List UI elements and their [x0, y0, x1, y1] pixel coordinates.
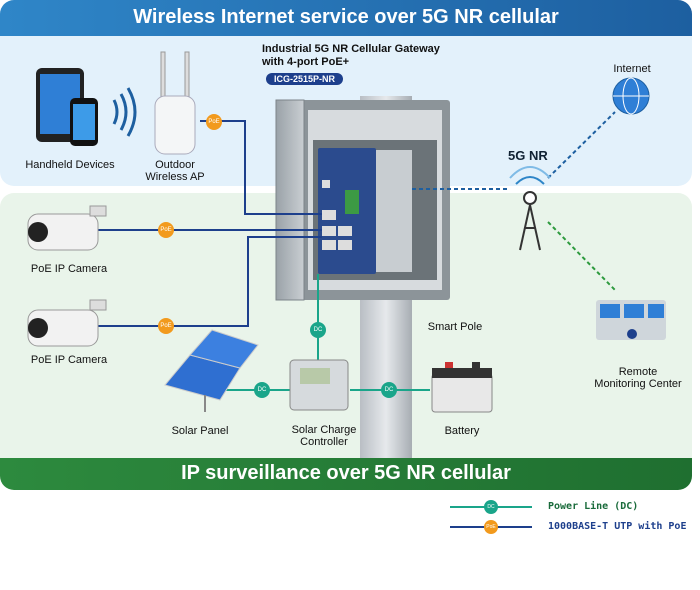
5g-nr-label: 5G NR [508, 148, 548, 163]
top-banner-title: Wireless Internet service over 5G NR cel… [133, 6, 559, 28]
poe-badge-label: PoE [160, 227, 172, 233]
monitoring-center-icon [596, 300, 666, 340]
wireless-ap-icon [154, 51, 196, 155]
charge-controller-label: Solar Charge Controller [276, 424, 372, 448]
camera-2-label: PoE IP Camera [30, 354, 108, 366]
gateway-title: Industrial 5G NR Cellular Gateway with 4… [262, 43, 462, 69]
wifi-signal-icon [112, 87, 137, 137]
camera-1-label: PoE IP Camera [30, 263, 108, 275]
dc-badge-label: DC [257, 387, 267, 393]
poe-badge-camera2: PoE [158, 318, 174, 334]
battery-label: Battery [444, 425, 480, 437]
wireless-ap-label: Outdoor Wireless AP [130, 159, 220, 183]
poe-badge-label: PoE [208, 119, 220, 125]
remote-monitoring-label-line2: Monitoring Center [594, 378, 682, 390]
camera-1-icon [27, 205, 107, 251]
poe-badge-ap: PoE [206, 114, 222, 130]
legend-dc-badge: DC [484, 500, 498, 514]
top-banner: Wireless Internet service over 5G NR cel… [0, 0, 692, 36]
solar-panel-icon [164, 329, 259, 412]
dc-badge-label: DC [384, 387, 394, 393]
remote-monitoring-label-line1: Remote [618, 366, 658, 378]
smart-pole-label: Smart Pole [427, 321, 483, 333]
camera-2-icon [27, 299, 107, 347]
cell-tower-icon [509, 166, 551, 251]
legend-dc-badge-label: DC [487, 504, 495, 510]
gateway-device [318, 148, 412, 274]
handheld-label: Handheld Devices [25, 159, 115, 171]
dc-badge-label: DC [313, 327, 323, 333]
legend-dc-label: Power Line (DC) [548, 501, 639, 512]
legend-poe-label: 1000BASE-T UTP with PoE [548, 521, 687, 532]
battery-icon [431, 362, 493, 413]
legend-poe-badge: PoE [484, 520, 498, 534]
wireless-ap-label-line1: Outdoor [155, 159, 195, 171]
internet-globe-icon [612, 77, 650, 115]
charge-controller-label-line2: Controller [300, 436, 348, 448]
gateway-title-line2: with 4-port PoE+ [262, 56, 350, 68]
internet-label: Internet [613, 63, 651, 75]
charge-controller-label-line1: Solar Charge [291, 424, 357, 436]
solar-panel-label: Solar Panel [171, 425, 229, 437]
remote-link [547, 221, 616, 291]
poe-badge-camera1: PoE [158, 222, 174, 238]
bottom-banner: IP surveillance over 5G NR cellular [0, 458, 692, 490]
legend-poe-badge-label: PoE [486, 524, 496, 530]
dc-badge-gateway: DC [310, 322, 326, 338]
gateway-title-line1: Industrial 5G NR Cellular Gateway [262, 43, 440, 55]
phone-icon [70, 98, 98, 146]
bottom-banner-title: IP surveillance over 5G NR cellular [181, 462, 511, 484]
remote-monitoring-label: Remote Monitoring Center [588, 366, 688, 390]
poe-badge-label: PoE [160, 323, 172, 329]
wireless-ap-label-line2: Wireless AP [145, 171, 205, 183]
internet-link [547, 111, 616, 179]
charge-controller-icon [289, 359, 349, 411]
dc-badge-solar: DC [254, 382, 270, 398]
dc-badge-battery: DC [381, 382, 397, 398]
gateway-model-badge: ICG-2515P-NR [266, 73, 344, 85]
